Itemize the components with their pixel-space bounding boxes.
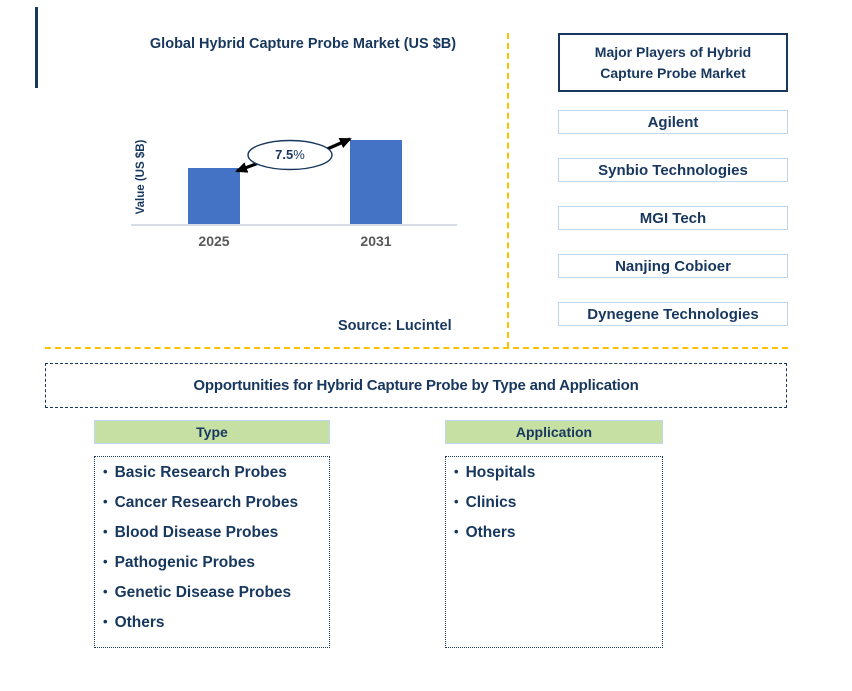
application-item: Hospitals [454,458,662,488]
growth-arrow-graphic [235,137,352,173]
type-item: Blood Disease Probes [103,518,329,548]
type-item: Pathogenic Probes [103,548,329,578]
growth-rate-label: 7.5% [248,147,332,162]
vertical-divider-dashed [507,33,509,348]
player-box-dynegene-technologies: Dynegene Technologies [558,302,788,326]
type-list-box: Basic Research Probes Cancer Research Pr… [94,456,330,648]
opportunities-title-box: Opportunities for Hybrid Capture Probe b… [45,363,787,408]
stray-vertical-line [35,7,38,88]
player-box-synbio-technologies: Synbio Technologies [558,158,788,182]
type-item: Others [103,608,329,638]
source-attribution: Source: Lucintel [338,318,452,334]
bar-2031 [350,140,402,224]
application-item: Others [454,518,662,548]
player-box-agilent: Agilent [558,110,788,134]
x-tick-2025: 2025 [198,233,230,249]
players-panel-title: Major Players of Hybrid Capture Probe Ma… [558,33,788,92]
application-list-box: Hospitals Clinics Others [445,456,663,648]
player-box-nanjing-cobioer: Nanjing Cobioer [558,254,788,278]
chart-title: Global Hybrid Capture Probe Market (US $… [149,36,457,52]
type-item: Genetic Disease Probes [103,578,329,608]
growth-ellipse [247,139,333,171]
application-column-header: Application [445,420,663,444]
horizontal-divider-dashed [45,347,788,349]
growth-rate-unit: % [293,147,305,162]
type-item: Cancer Research Probes [103,488,329,518]
application-item: Clinics [454,488,662,518]
growth-rate-value: 7.5 [275,147,294,162]
growth-arrow-right [324,137,352,152]
type-item: Basic Research Probes [103,458,329,488]
x-tick-2031: 2031 [360,233,392,249]
x-axis-line [131,224,457,226]
bar-plot-area [0,0,852,224]
player-box-mgi-tech: MGI Tech [558,206,788,230]
bar-2025 [188,168,240,224]
type-column-header: Type [94,420,330,444]
